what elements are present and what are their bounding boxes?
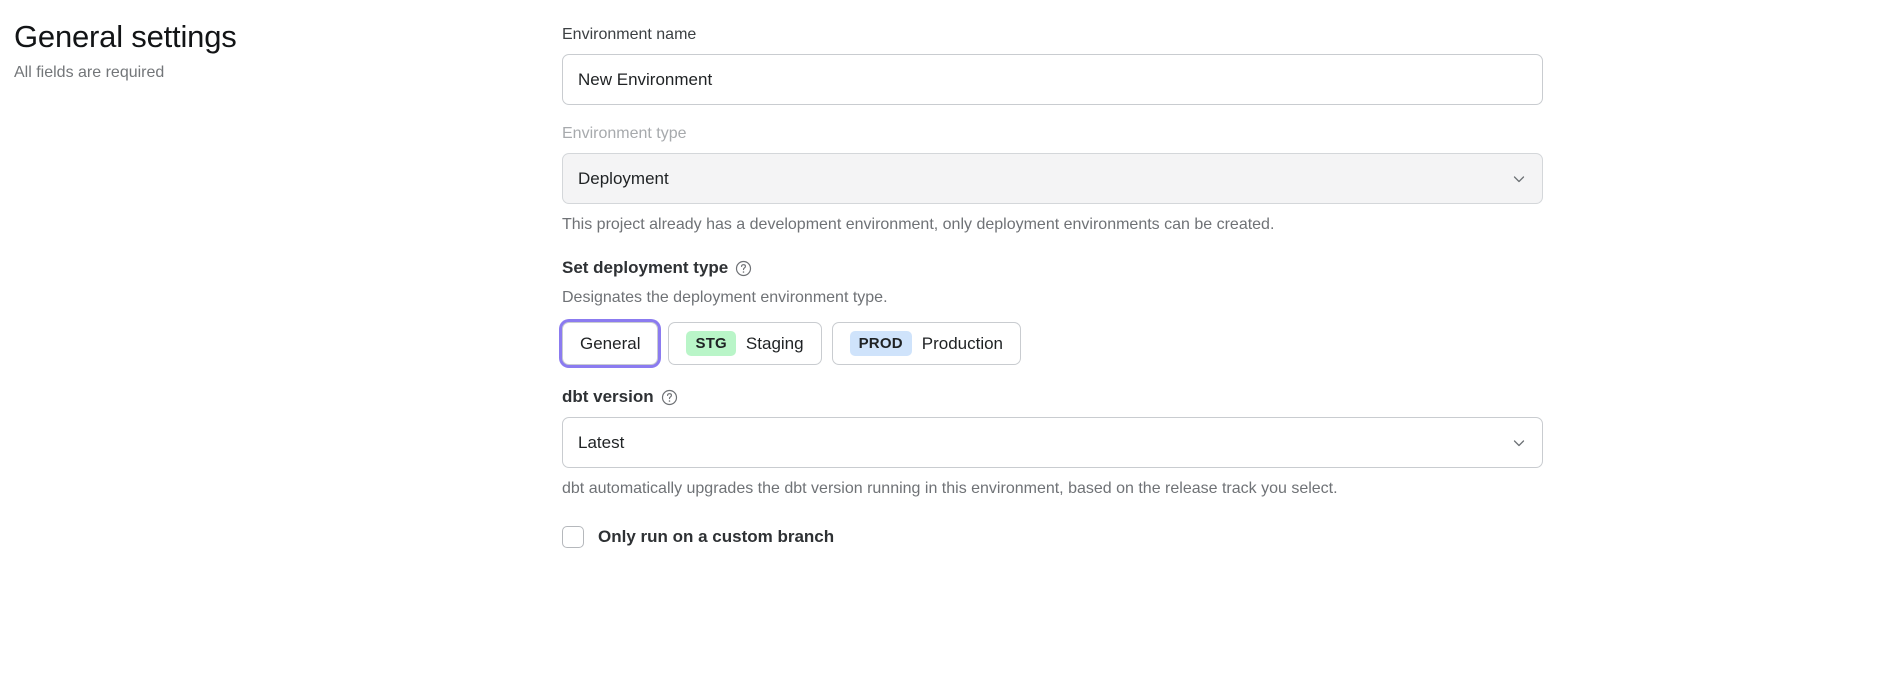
deployment-type-option-staging[interactable]: STG Staging: [668, 322, 822, 365]
deployment-type-option-staging-label: Staging: [745, 333, 804, 353]
dbt-version-heading: dbt version: [562, 387, 1543, 407]
dbt-version-heading-text: dbt version: [562, 387, 654, 406]
deployment-type-section: Set deployment type Designates the deplo…: [562, 258, 1543, 365]
deployment-type-heading: Set deployment type: [562, 258, 1543, 278]
deployment-type-description: Designates the deployment environment ty…: [562, 289, 888, 306]
custom-branch-label[interactable]: Only run on a custom branch: [598, 527, 835, 546]
settings-intro: General settings All fields are required: [14, 18, 534, 84]
deployment-type-options: General STG Staging PROD Production: [562, 322, 1543, 365]
page-title: General settings: [14, 19, 237, 54]
deployment-type-option-general-label: General: [580, 333, 641, 353]
question-circle-icon[interactable]: [735, 260, 752, 277]
environment-type-helper: This project already has a development e…: [562, 216, 1275, 233]
environment-type-select[interactable]: Deployment: [562, 153, 1543, 204]
dbt-version-helper: dbt automatically upgrades the dbt versi…: [562, 480, 1338, 497]
chevron-down-icon: [1511, 171, 1527, 187]
deployment-type-heading-text: Set deployment type: [562, 258, 729, 277]
environment-name-field: Environment name New Environment: [562, 24, 1543, 105]
deployment-type-option-production[interactable]: PROD Production: [831, 322, 1022, 365]
dbt-version-select[interactable]: Latest: [562, 417, 1543, 468]
environment-type-label: Environment type: [562, 125, 687, 142]
deployment-type-option-production-label: Production: [921, 333, 1004, 353]
custom-branch-checkbox[interactable]: [562, 526, 584, 548]
dbt-version-section: dbt version Latest dbt automatica: [562, 387, 1543, 500]
staging-badge: STG: [686, 331, 736, 356]
deployment-type-option-general[interactable]: General: [562, 322, 659, 365]
chevron-down-icon: [1511, 435, 1527, 451]
question-circle-icon[interactable]: [661, 389, 678, 406]
production-badge: PROD: [849, 331, 912, 356]
page-subtitle: All fields are required: [14, 64, 165, 81]
environment-type-field: Environment type Deployment This project…: [562, 123, 1543, 236]
environment-name-input[interactable]: New Environment: [562, 54, 1543, 105]
environment-name-label: Environment name: [562, 26, 697, 43]
custom-branch-row: Only run on a custom branch: [562, 526, 1543, 548]
general-settings-form: Environment name New Environment Environ…: [562, 24, 1543, 548]
dbt-version-value: Latest: [578, 432, 625, 452]
environment-type-value: Deployment: [578, 168, 669, 188]
